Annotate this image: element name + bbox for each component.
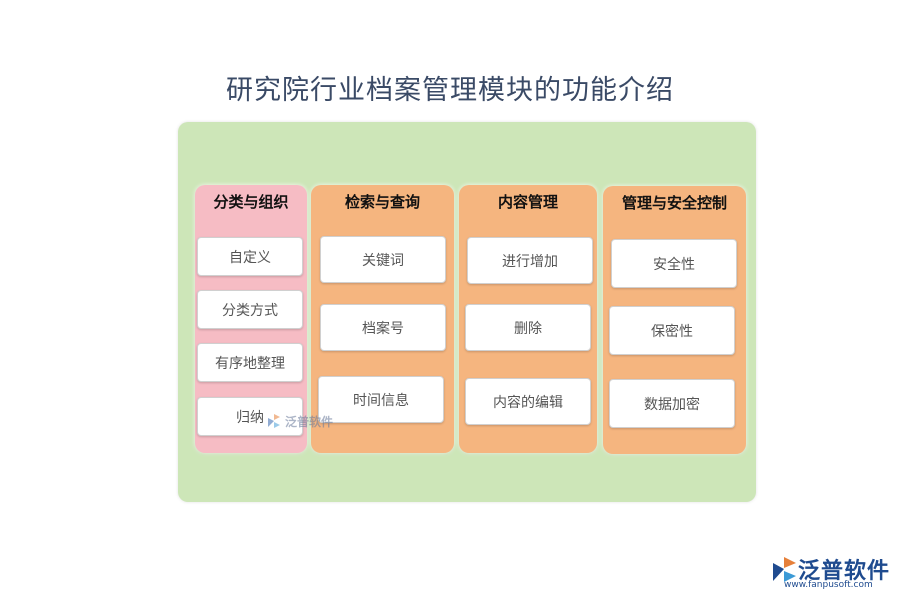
item-add: 进行增加 — [467, 237, 593, 284]
item-orderly-arrange: 有序地整理 — [197, 343, 303, 382]
diagram-title: 研究院行业档案管理模块的功能介绍 — [226, 75, 674, 106]
watermark: 泛普软件 — [266, 410, 336, 432]
fanpu-logo-icon — [268, 414, 280, 428]
item-confidentiality: 保密性 — [609, 306, 735, 355]
column-header: 管理与安全控制 — [621, 194, 727, 212]
item-security: 安全性 — [611, 239, 737, 288]
watermark-text: 泛普软件 — [285, 414, 334, 429]
brand-url: www.fanpusoft.com — [784, 580, 873, 590]
brand-name: 泛普软件 — [798, 559, 891, 584]
item-summarize: 归纳 — [197, 397, 303, 436]
item-classify-method: 分类方式 — [197, 290, 303, 329]
item-content-edit: 内容的编辑 — [465, 378, 591, 425]
item-time-info: 时间信息 — [318, 376, 444, 423]
column-header: 检索与查询 — [344, 193, 420, 211]
column-header: 分类与组织 — [213, 193, 289, 211]
item-delete: 删除 — [465, 304, 591, 351]
fanpu-logo-icon — [773, 557, 796, 582]
column-header: 内容管理 — [497, 193, 558, 211]
item-custom: 自定义 — [197, 237, 303, 276]
item-data-encryption: 数据加密 — [609, 379, 735, 428]
item-keyword: 关键词 — [320, 236, 446, 283]
item-archive-number: 档案号 — [320, 304, 446, 351]
brand-logo: 泛普软件 www.fanpusoft.com — [770, 553, 895, 595]
